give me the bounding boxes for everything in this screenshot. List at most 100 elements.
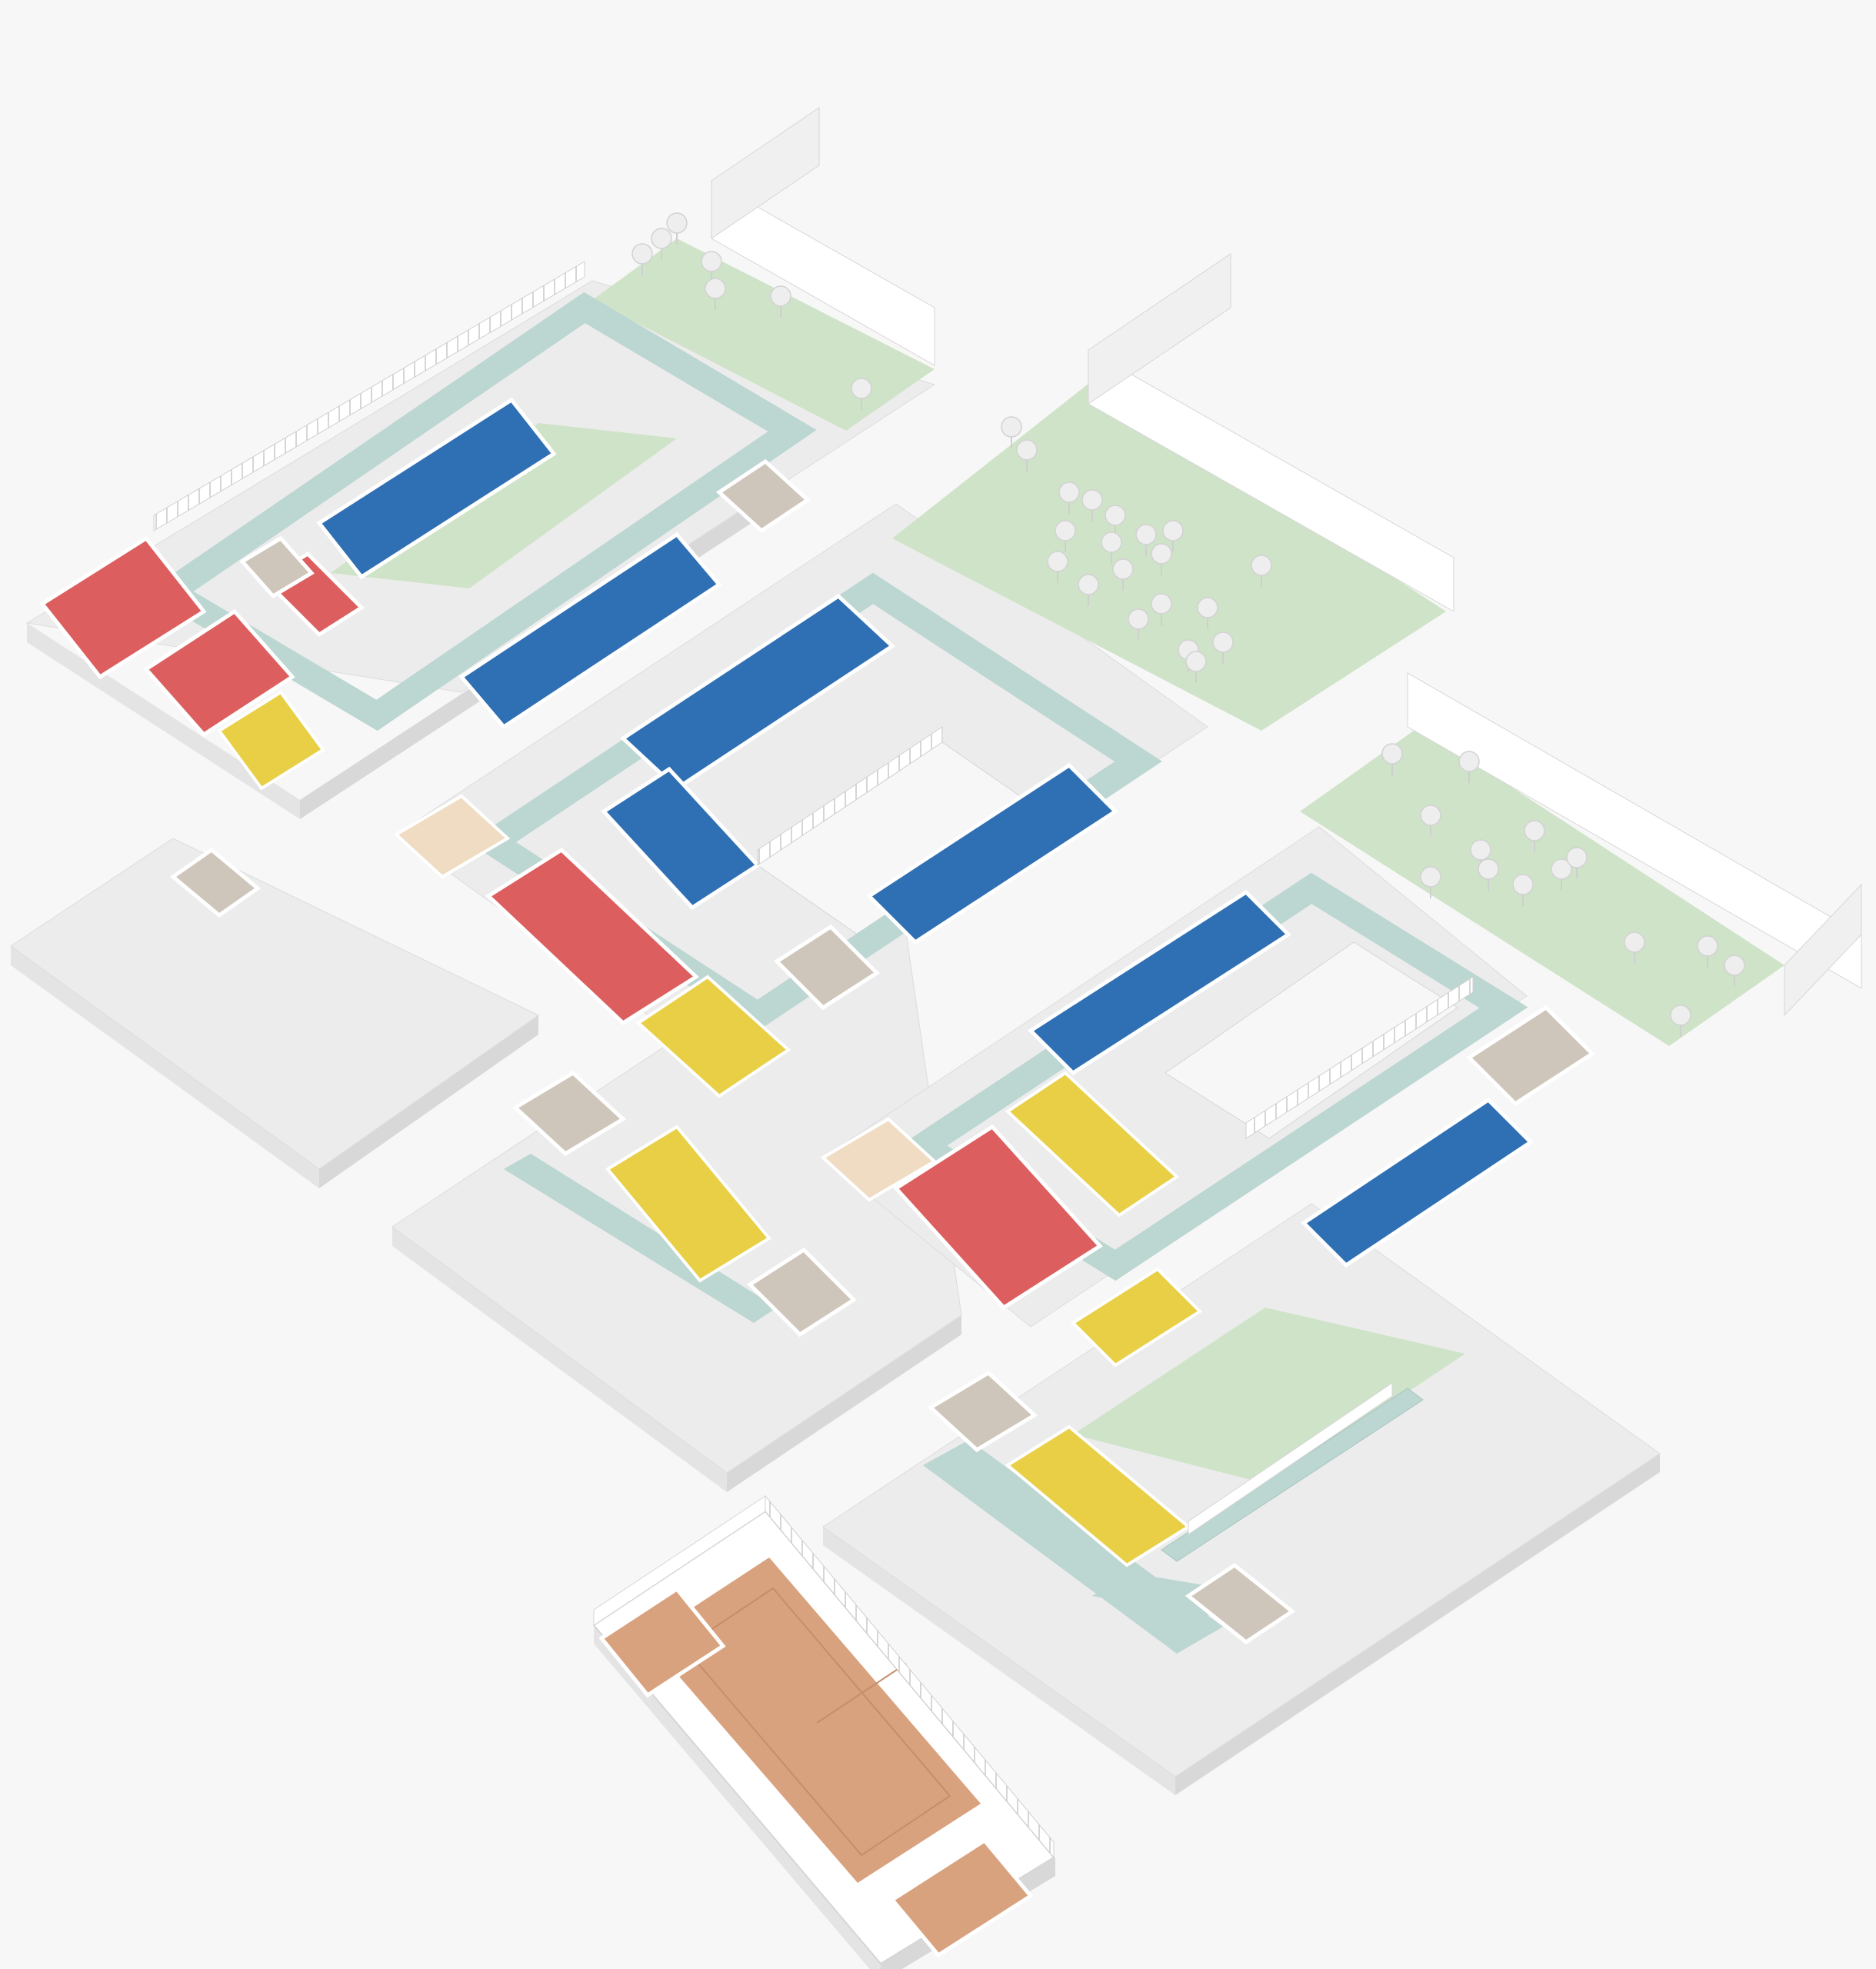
tree bbox=[1058, 481, 1080, 503]
ground-slab-front bbox=[1175, 1454, 1660, 1795]
top-service-rooms-left bbox=[239, 535, 315, 599]
top-garden bbox=[592, 238, 935, 431]
ground-slab-side bbox=[823, 1527, 1175, 1795]
middle-railing bbox=[1245, 976, 1474, 1139]
tree bbox=[1566, 847, 1588, 868]
ground-service-rooms-left bbox=[927, 1370, 1038, 1453]
tree bbox=[1381, 743, 1403, 765]
tree bbox=[1251, 555, 1272, 576]
tree bbox=[701, 251, 722, 272]
upper-service-rooms bbox=[774, 924, 880, 1011]
tree bbox=[666, 212, 688, 234]
ground-garden bbox=[1073, 1308, 1465, 1484]
tree bbox=[1512, 874, 1534, 895]
tree bbox=[1162, 520, 1184, 541]
tree bbox=[1105, 505, 1126, 526]
tree bbox=[1197, 597, 1218, 618]
top-dining-room-1 bbox=[39, 535, 207, 680]
top-courtyard-garden bbox=[331, 423, 677, 588]
tree bbox=[1458, 751, 1480, 772]
middle-service-rooms-left bbox=[511, 1070, 627, 1157]
ground-garden-wall bbox=[1188, 1382, 1393, 1535]
tree bbox=[851, 378, 872, 399]
upper-dining-room bbox=[485, 847, 700, 1026]
top-corridor-ring bbox=[145, 292, 817, 731]
tree bbox=[1135, 524, 1157, 545]
tree bbox=[1624, 931, 1645, 953]
middle-service-rooms-right bbox=[1466, 1004, 1595, 1107]
top-garden-wall-left bbox=[711, 107, 820, 239]
tree bbox=[1151, 593, 1172, 615]
level-top bbox=[25, 107, 936, 819]
tree bbox=[1212, 631, 1234, 653]
upper-slab-side bbox=[11, 946, 319, 1188]
tree bbox=[651, 228, 672, 249]
middle-slab-front bbox=[727, 1315, 961, 1492]
tree bbox=[1055, 520, 1076, 541]
ground-stair-ramp bbox=[1161, 1388, 1424, 1562]
upper-service-room-left bbox=[169, 847, 262, 918]
tree bbox=[1478, 858, 1499, 880]
tree bbox=[1551, 858, 1572, 880]
basement-railing bbox=[765, 1494, 1055, 1859]
upper-garden-wall-left bbox=[1088, 253, 1231, 405]
upper-classrooms-back bbox=[619, 593, 896, 791]
middle-dining-rooms bbox=[893, 1124, 1103, 1311]
level-ground bbox=[822, 1203, 1661, 1795]
upper-activity-room bbox=[635, 975, 791, 1098]
tree bbox=[1112, 558, 1134, 580]
tree bbox=[705, 278, 726, 299]
middle-activity-room-left bbox=[605, 1124, 772, 1283]
level-upper bbox=[10, 253, 1454, 1188]
upper-entrance bbox=[393, 794, 511, 879]
basement-slab-side bbox=[594, 1625, 881, 1969]
tree bbox=[1016, 439, 1038, 461]
tree bbox=[1420, 805, 1441, 826]
tree bbox=[631, 243, 653, 265]
top-railing bbox=[153, 261, 585, 531]
middle-courtyard-void bbox=[1165, 941, 1458, 1139]
sports-hall-floor bbox=[646, 1558, 981, 1883]
top-dining-room-2 bbox=[143, 608, 295, 738]
tree bbox=[770, 285, 791, 307]
middle-classrooms-back bbox=[1028, 889, 1291, 1076]
tree bbox=[1670, 1004, 1691, 1026]
tree bbox=[1047, 551, 1068, 572]
top-classrooms-back bbox=[316, 397, 557, 580]
top-service-rooms-right bbox=[715, 458, 811, 534]
tree bbox=[1151, 543, 1172, 565]
middle-entrance bbox=[820, 1117, 938, 1202]
upper-slab-front bbox=[319, 1015, 538, 1188]
upper-classrooms-front bbox=[866, 762, 1118, 945]
middle-slab-side bbox=[392, 1227, 727, 1492]
tree bbox=[1128, 608, 1149, 630]
tree bbox=[1724, 955, 1745, 976]
basement-service-rooms-right bbox=[889, 1837, 1034, 1958]
upper-railing bbox=[757, 726, 943, 866]
tree bbox=[1001, 416, 1022, 438]
tree bbox=[1101, 531, 1122, 553]
middle-activity-room-right bbox=[1070, 1267, 1203, 1368]
middle-garden-wall-back bbox=[1407, 672, 1862, 989]
tree bbox=[1078, 574, 1099, 595]
level-basement bbox=[592, 1494, 1055, 1969]
tree bbox=[1420, 866, 1441, 888]
middle-corridor-left bbox=[504, 1154, 777, 1323]
basement-service-rooms-left bbox=[598, 1586, 726, 1698]
middle-classrooms-front bbox=[1301, 1097, 1534, 1268]
middle-garden-wall-return bbox=[1784, 883, 1862, 1017]
top-activity-room bbox=[217, 690, 325, 791]
sports-hall-center-line bbox=[816, 1663, 907, 1724]
middle-garden bbox=[1300, 727, 1784, 1046]
level-middle bbox=[392, 672, 1862, 1492]
middle-service-rooms-lower bbox=[747, 1247, 857, 1338]
tree bbox=[1524, 820, 1545, 841]
ground-service-rooms-right bbox=[1185, 1562, 1296, 1645]
tree bbox=[1470, 839, 1491, 861]
upper-left-slab bbox=[10, 838, 539, 1170]
tree bbox=[1185, 651, 1207, 672]
trees bbox=[631, 212, 1745, 1037]
sports-hall-court-line bbox=[683, 1587, 951, 1857]
